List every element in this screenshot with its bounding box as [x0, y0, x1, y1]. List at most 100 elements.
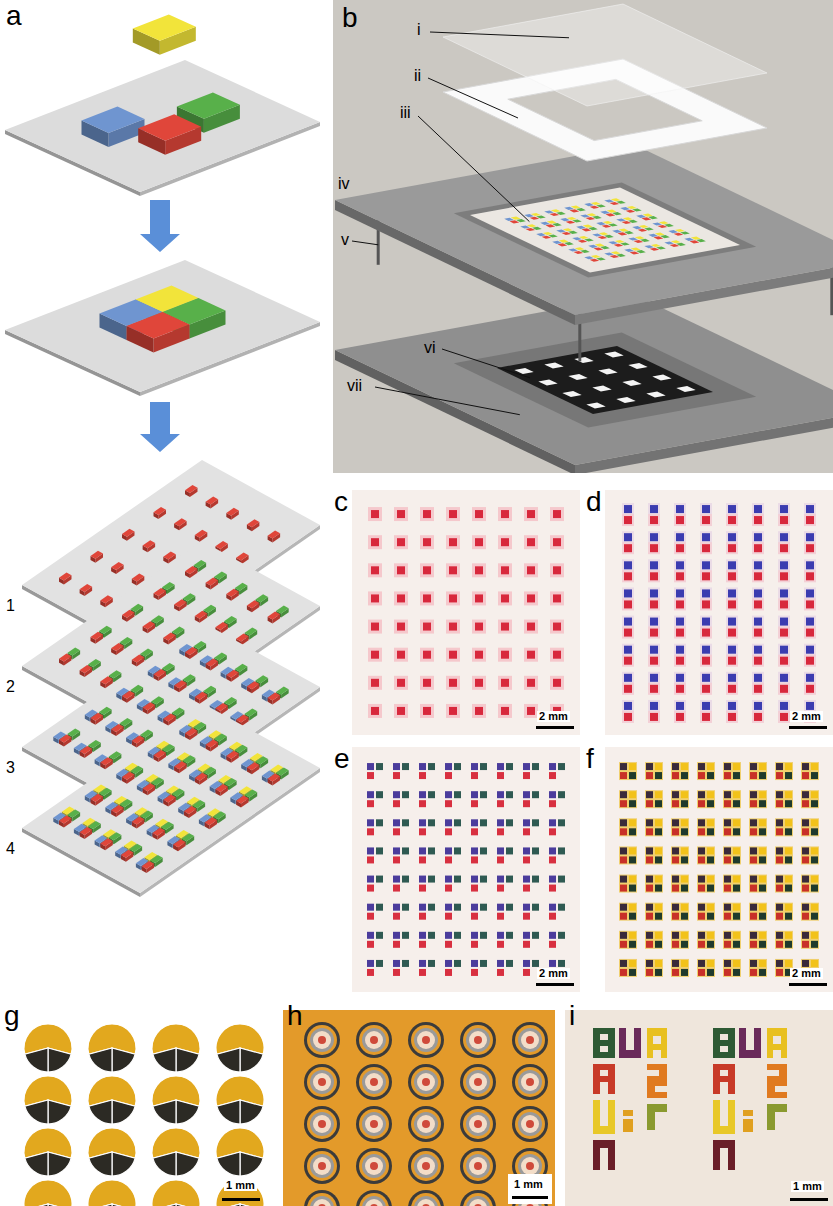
dot	[629, 791, 636, 798]
dot	[620, 800, 627, 807]
dot	[806, 646, 814, 654]
halo	[804, 616, 816, 628]
dot	[776, 969, 783, 976]
dot	[497, 913, 504, 920]
block	[268, 531, 281, 539]
dot	[445, 791, 452, 798]
dot	[676, 685, 684, 693]
scale-bar	[536, 983, 574, 986]
block	[91, 713, 104, 721]
dot	[759, 800, 766, 807]
dot	[629, 847, 636, 854]
halo	[648, 644, 660, 656]
dot	[527, 538, 535, 546]
dot	[724, 763, 731, 770]
halo	[697, 959, 715, 977]
halo	[420, 620, 434, 634]
halo	[472, 563, 486, 577]
halo	[700, 655, 712, 667]
pattern-cell	[635, 236, 645, 239]
halo	[622, 542, 634, 554]
dot	[655, 941, 662, 948]
dot	[475, 510, 483, 518]
dot	[620, 876, 627, 883]
dot	[646, 913, 653, 920]
dot	[523, 847, 530, 854]
dot	[419, 913, 426, 920]
dot	[754, 533, 762, 541]
mask-window	[604, 351, 623, 357]
dot	[393, 913, 400, 920]
dot	[733, 960, 740, 967]
dot	[785, 828, 792, 835]
block	[163, 714, 176, 722]
dot-sector	[217, 1204, 240, 1206]
dot	[367, 932, 374, 939]
dot	[750, 876, 757, 883]
halo	[778, 531, 790, 543]
block	[184, 806, 197, 814]
halo	[472, 591, 486, 605]
dot	[471, 800, 478, 807]
halo	[749, 790, 767, 808]
dot	[650, 713, 658, 721]
dot	[811, 847, 818, 854]
block	[224, 697, 237, 705]
halo	[622, 531, 634, 543]
halo	[752, 683, 764, 695]
halo	[804, 570, 816, 582]
mask-window	[568, 374, 587, 380]
dot	[475, 538, 483, 546]
dot-sector	[240, 1100, 263, 1124]
dot	[480, 791, 487, 798]
step-arrow	[140, 200, 180, 252]
block	[183, 593, 196, 601]
dot	[501, 623, 509, 631]
halo	[524, 648, 538, 662]
block	[99, 626, 112, 634]
dot	[624, 629, 632, 637]
dot	[759, 904, 766, 911]
halo	[420, 704, 434, 718]
halo	[726, 627, 738, 639]
dot	[802, 932, 809, 939]
dot	[419, 932, 426, 939]
dot	[402, 904, 409, 911]
dot	[750, 904, 757, 911]
dot	[733, 904, 740, 911]
target-ring	[408, 1064, 444, 1100]
dot	[780, 674, 788, 682]
dot	[523, 932, 530, 939]
block	[80, 746, 93, 754]
dot	[733, 800, 740, 807]
dot	[707, 932, 714, 939]
block	[247, 600, 260, 608]
dot	[549, 800, 556, 807]
dot	[733, 819, 740, 826]
halo	[801, 903, 819, 921]
dot	[759, 876, 766, 883]
dot	[750, 791, 757, 798]
dot	[754, 572, 762, 580]
dot	[624, 589, 632, 597]
dot	[428, 960, 435, 967]
halo	[804, 514, 816, 526]
dot	[776, 847, 783, 854]
halo	[648, 711, 660, 723]
dot	[523, 904, 530, 911]
dot	[750, 913, 757, 920]
mask-window	[628, 363, 647, 369]
block	[206, 496, 219, 504]
dot	[759, 791, 766, 798]
target-ring	[466, 1028, 490, 1052]
dot	[759, 969, 766, 976]
pattern-cell	[583, 225, 593, 228]
dot	[523, 856, 530, 863]
dot-sector	[89, 1100, 112, 1124]
dot	[646, 904, 653, 911]
dot	[423, 538, 431, 546]
halo	[700, 570, 712, 582]
dot	[558, 763, 565, 770]
target-ring	[518, 1028, 542, 1052]
pattern-cell	[591, 202, 601, 205]
